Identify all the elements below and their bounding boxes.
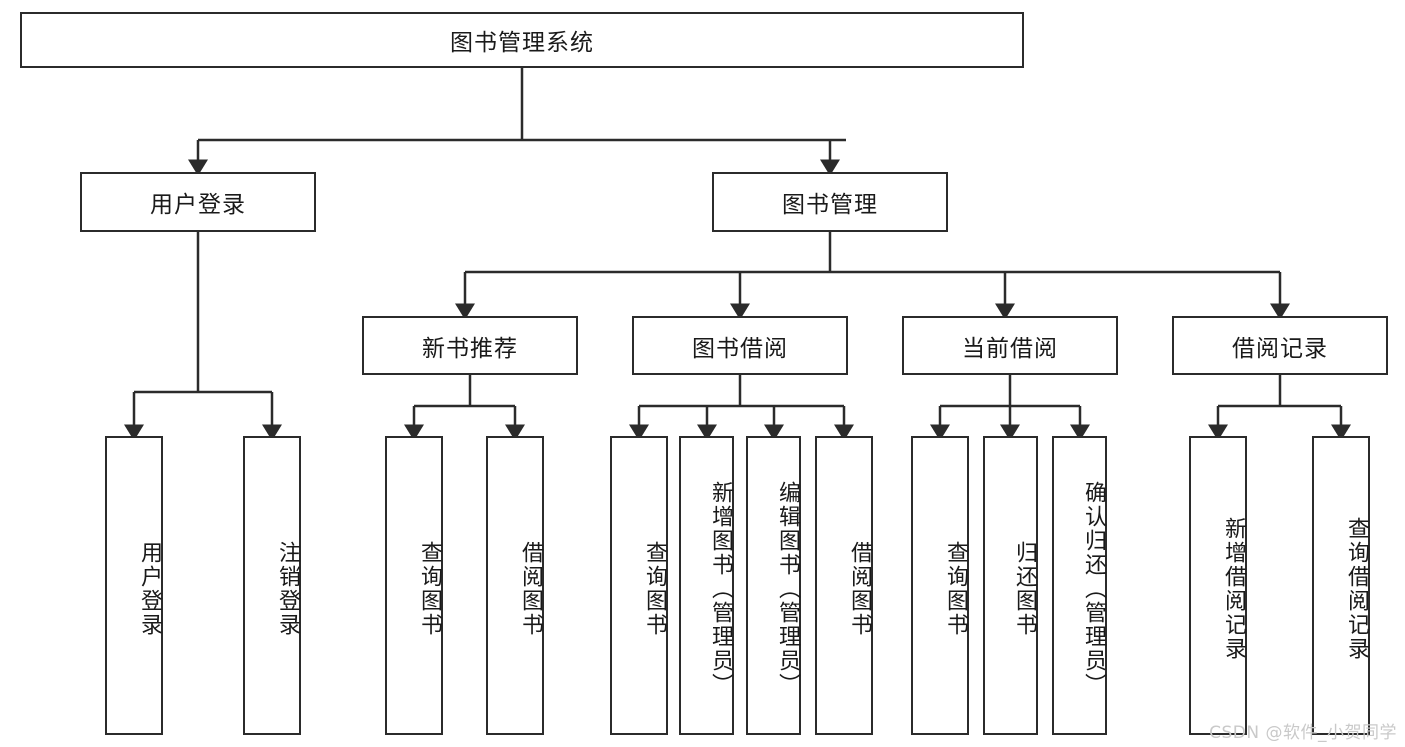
leaf-logout[interactable]: 注销登录 — [243, 436, 301, 735]
leaf-nb-query-book-label: 查询图书 — [417, 540, 442, 637]
leaf-rc-add-record-label: 新增借阅记录 — [1221, 516, 1246, 661]
node-book-borrow[interactable]: 图书借阅 — [632, 316, 848, 375]
node-borrow-record[interactable]: 借阅记录 — [1172, 316, 1388, 375]
leaf-rc-query-record-label: 查询借阅记录 — [1344, 516, 1369, 661]
node-new-book-recommend-label: 新书推荐 — [422, 335, 518, 362]
leaf-bk-edit-book-admin-label: 编辑图书（管理员） — [775, 480, 800, 697]
node-current-borrow-label: 当前借阅 — [962, 335, 1058, 362]
leaf-logout-label: 注销登录 — [275, 540, 300, 637]
node-new-book-recommend[interactable]: 新书推荐 — [362, 316, 578, 375]
leaf-cb-return-book[interactable]: 归还图书 — [983, 436, 1038, 735]
node-current-borrow[interactable]: 当前借阅 — [902, 316, 1118, 375]
leaf-rc-add-record[interactable]: 新增借阅记录 — [1189, 436, 1247, 735]
node-book-management-label: 图书管理 — [782, 192, 878, 218]
leaf-nb-borrow-book[interactable]: 借阅图书 — [486, 436, 544, 735]
leaf-rc-query-record[interactable]: 查询借阅记录 — [1312, 436, 1370, 735]
leaf-nb-query-book[interactable]: 查询图书 — [385, 436, 443, 735]
leaf-cb-query-book[interactable]: 查询图书 — [911, 436, 969, 735]
leaf-cb-confirm-return-admin-label: 确认归还（管理员） — [1081, 480, 1106, 697]
node-root[interactable]: 图书管理系统 — [20, 12, 1024, 68]
node-book-management[interactable]: 图书管理 — [712, 172, 948, 232]
leaf-cb-confirm-return-admin[interactable]: 确认归还（管理员） — [1052, 436, 1107, 735]
node-borrow-record-label: 借阅记录 — [1232, 335, 1328, 362]
leaf-bk-borrow-book[interactable]: 借阅图书 — [815, 436, 873, 735]
leaf-bk-query-book-label: 查询图书 — [642, 540, 667, 637]
leaf-cb-query-book-label: 查询图书 — [943, 540, 968, 637]
leaf-nb-borrow-book-label: 借阅图书 — [518, 540, 543, 637]
leaf-bk-add-book-admin[interactable]: 新增图书（管理员） — [679, 436, 734, 735]
leaf-bk-query-book[interactable]: 查询图书 — [610, 436, 668, 735]
leaf-user-login-label: 用户登录 — [137, 540, 162, 637]
node-user-login-label: 用户登录 — [150, 192, 246, 218]
node-user-login[interactable]: 用户登录 — [80, 172, 316, 232]
node-root-label: 图书管理系统 — [450, 30, 594, 56]
leaf-user-login[interactable]: 用户登录 — [105, 436, 163, 735]
leaf-bk-add-book-admin-label: 新增图书（管理员） — [708, 480, 733, 697]
node-book-borrow-label: 图书借阅 — [692, 335, 788, 362]
leaf-bk-edit-book-admin[interactable]: 编辑图书（管理员） — [746, 436, 801, 735]
leaf-cb-return-book-label: 归还图书 — [1012, 540, 1037, 637]
leaf-bk-borrow-book-label: 借阅图书 — [847, 540, 872, 637]
